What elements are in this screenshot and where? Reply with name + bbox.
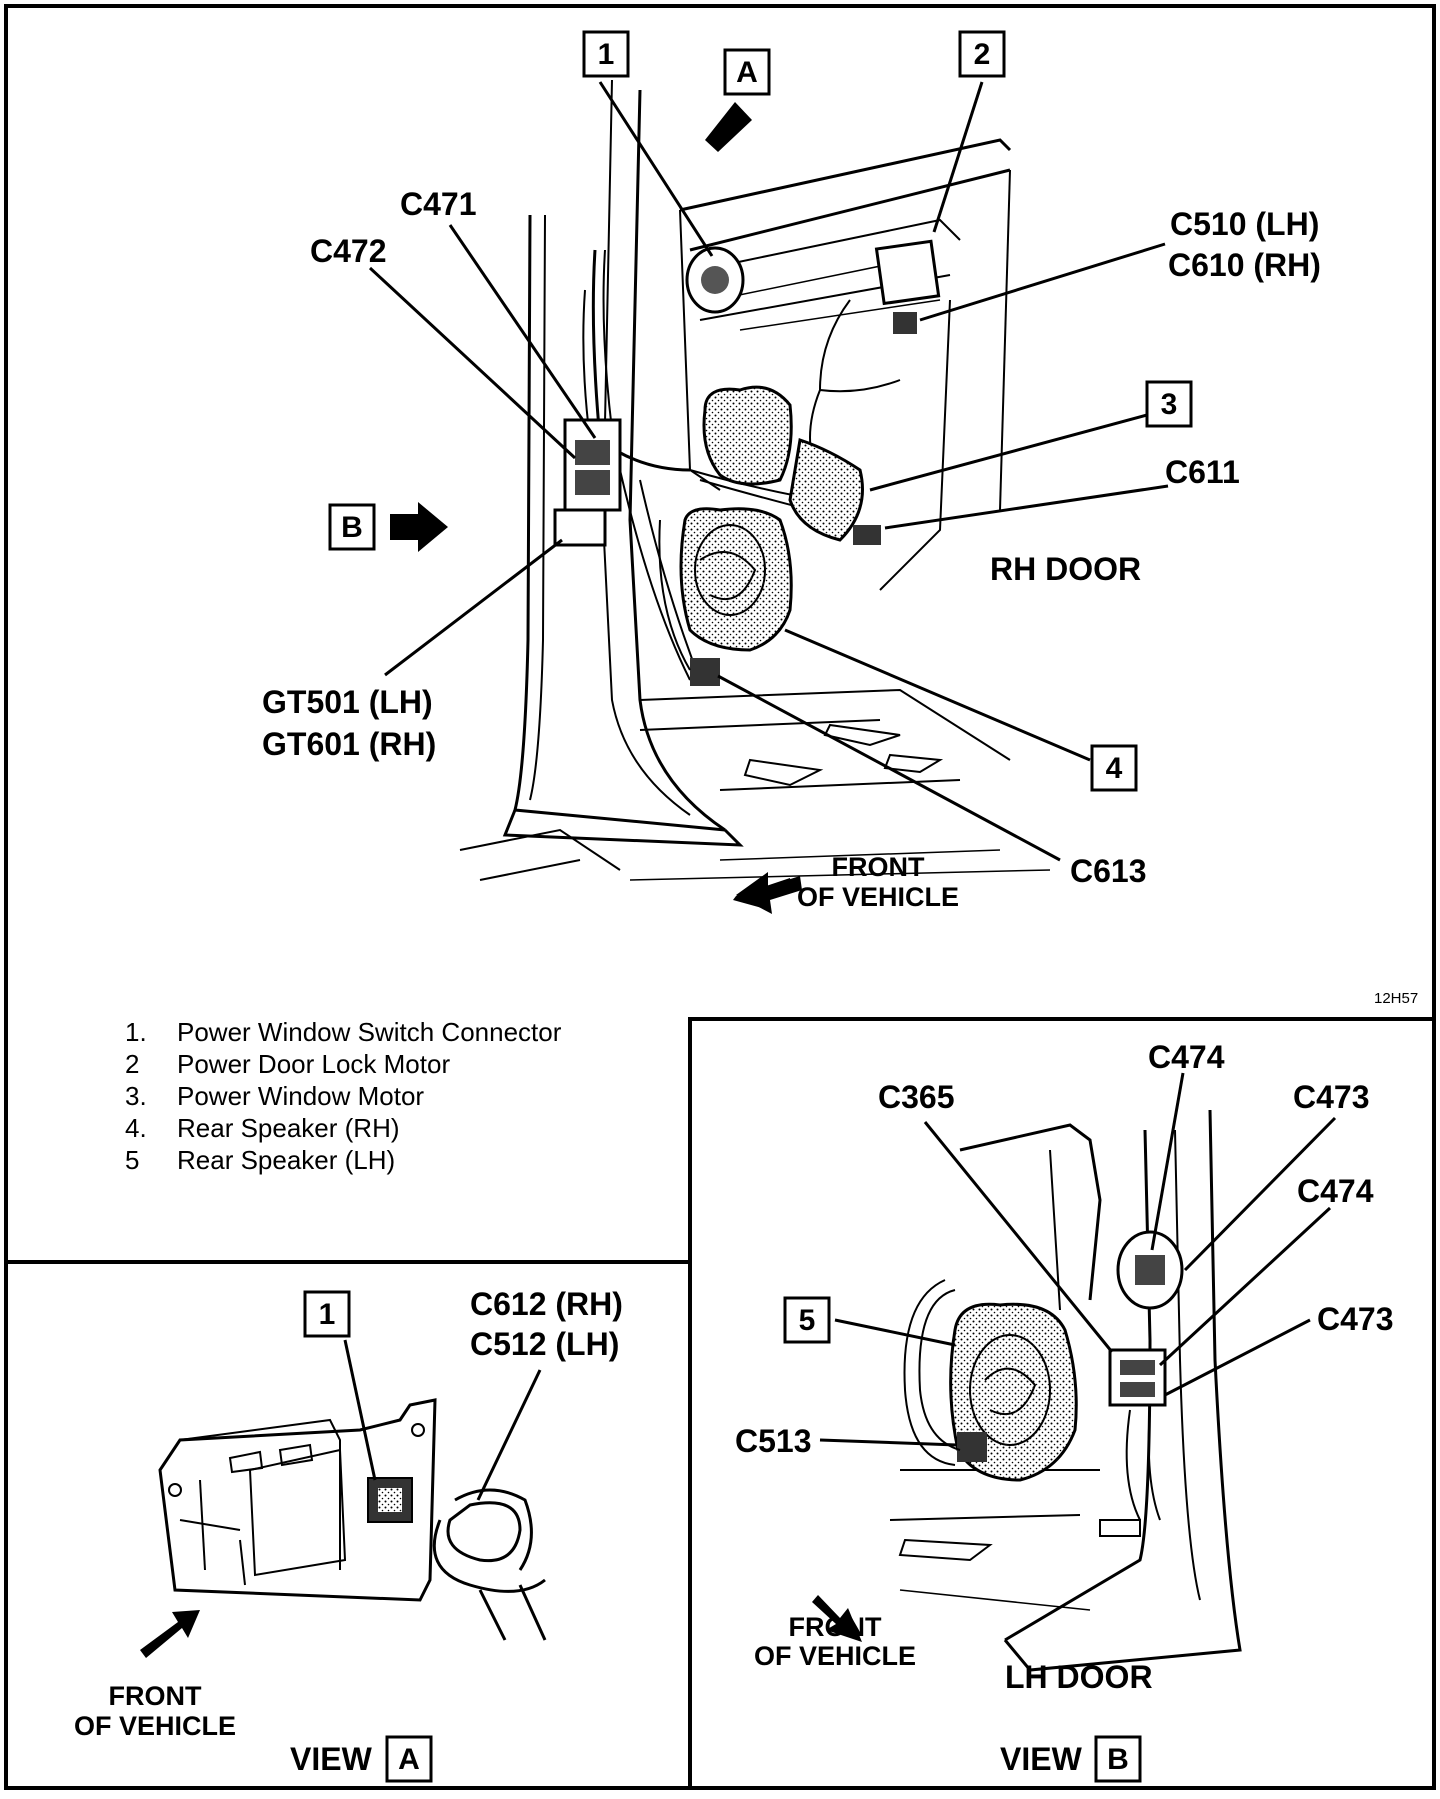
view-b-drawing (889, 1109, 1242, 1672)
rh-door-drawing (459, 79, 1051, 881)
main-leader-lines (368, 81, 1169, 914)
label-c473-bottom: C473 (1317, 1301, 1394, 1337)
callout-2: 2 (958, 30, 1006, 78)
view-b-caption-word: VIEW (1000, 1741, 1083, 1777)
callout-1: 1 (582, 30, 630, 78)
callout-4-number: 4 (1106, 752, 1123, 785)
label-c612-rh: C612 (RH) (470, 1286, 623, 1322)
legend-num-2: 2 (125, 1049, 139, 1079)
legend-text-1: Power Window Switch Connector (177, 1017, 562, 1047)
legend-text-2: Power Door Lock Motor (177, 1049, 450, 1079)
legend-num-1: 1. (125, 1017, 147, 1047)
label-c513: C513 (735, 1423, 812, 1459)
label-c512-lh: C512 (LH) (470, 1326, 619, 1362)
view-b-label-of-vehicle: OF VEHICLE (754, 1641, 916, 1671)
label-c610-rh: C610 (RH) (1168, 247, 1321, 283)
callout-3: 3 (1145, 380, 1193, 428)
label-of-vehicle: OF VEHICLE (797, 882, 959, 912)
legend-text-3: Power Window Motor (177, 1081, 424, 1111)
view-a-drawing (140, 1339, 547, 1658)
label-rh-door: RH DOOR (990, 551, 1141, 587)
view-b-caption: VIEW B (1000, 1735, 1142, 1783)
view-b-caption-letter: B (1107, 1743, 1129, 1776)
legend-num-5: 5 (125, 1145, 139, 1175)
label-gt501: GT501 (LH) (262, 684, 433, 720)
label-c365: C365 (878, 1079, 955, 1115)
view-a-caption-letter: A (398, 1743, 420, 1776)
label-c471: C471 (400, 186, 477, 222)
view-a-callout-number: 1 (319, 1298, 336, 1331)
label-c472: C472 (310, 233, 387, 269)
view-b-leader-lines (812, 1072, 1337, 1642)
panel-frames (4, 4, 1436, 1790)
view-a-marker-letter: A (736, 56, 758, 89)
view-a-caption-word: VIEW (290, 1741, 373, 1777)
view-a-caption: VIEW A (290, 1735, 433, 1783)
callout-2-number: 2 (974, 38, 991, 71)
view-b-callout-number: 5 (799, 1304, 816, 1337)
label-c510-lh: C510 (LH) (1170, 206, 1319, 242)
label-c474-mid: C474 (1297, 1173, 1374, 1209)
view-a-marker: A (723, 48, 771, 96)
label-lh-door: LH DOOR (1005, 1659, 1153, 1695)
view-a-callout-1: 1 (303, 1290, 351, 1338)
label-c473-top: C473 (1293, 1079, 1370, 1115)
figure-code: 12H57 (1374, 990, 1418, 1007)
callout-3-number: 3 (1161, 388, 1178, 421)
label-c474-top: C474 (1148, 1039, 1225, 1075)
view-b-label-front: FRONT (789, 1612, 882, 1642)
view-b-callout-5: 5 (783, 1296, 831, 1344)
legend: 1. Power Window Switch Connector 2 Power… (125, 1017, 562, 1175)
view-a-label-front: FRONT (109, 1681, 202, 1711)
legend-text-5: Rear Speaker (LH) (177, 1145, 395, 1175)
label-gt601: GT601 (RH) (262, 726, 436, 762)
legend-num-4: 4. (125, 1113, 147, 1143)
label-c611: C611 (1165, 454, 1240, 490)
label-c613: C613 (1070, 853, 1147, 889)
view-a-label-of-vehicle: OF VEHICLE (74, 1711, 236, 1741)
legend-num-3: 3. (125, 1081, 147, 1111)
callout-4: 4 (1090, 744, 1138, 792)
view-b-marker: B (328, 503, 376, 551)
label-front: FRONT (832, 852, 925, 882)
view-b-marker-letter: B (341, 511, 363, 544)
legend-text-4: Rear Speaker (RH) (177, 1113, 400, 1143)
callout-1-number: 1 (598, 38, 615, 71)
